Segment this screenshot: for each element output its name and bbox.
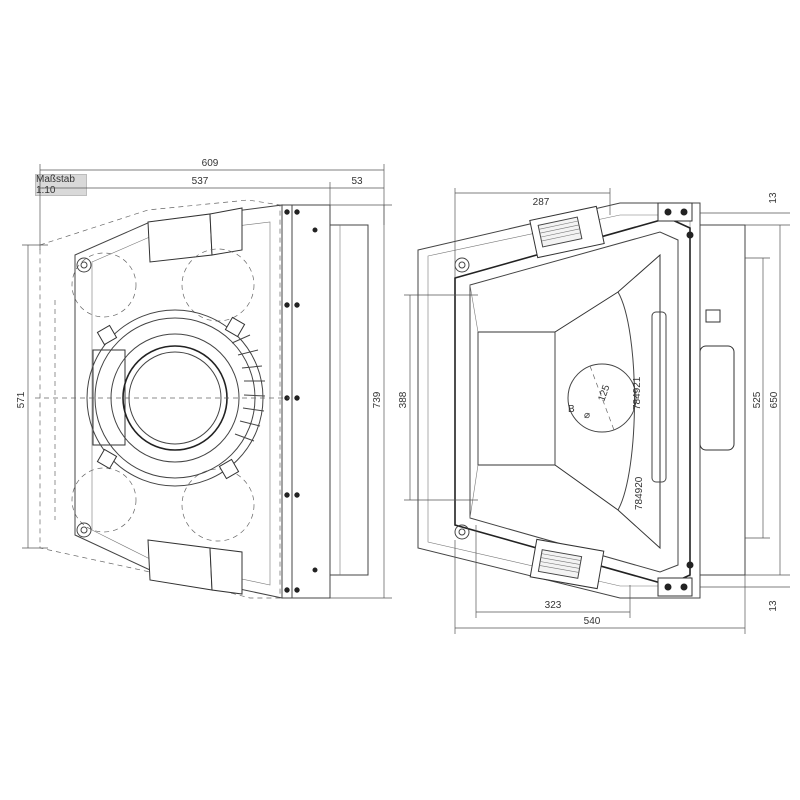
bottom-vent xyxy=(529,538,605,590)
part-number-top: 784921 xyxy=(632,376,643,410)
bottom-gusset-left xyxy=(147,539,213,591)
dim-bottom-width: 323 xyxy=(545,600,562,611)
right-view: 125 ⌀ 784921 784920 B xyxy=(398,188,790,634)
corner-circle-tl xyxy=(71,252,137,318)
flue-circle xyxy=(567,363,637,433)
dim-height-outer: 650 xyxy=(769,391,780,408)
dim-overall-width: 540 xyxy=(584,616,601,627)
frame-screws xyxy=(284,209,318,593)
part-number-bottom: 784920 xyxy=(634,476,645,510)
dim-height-left: 571 xyxy=(16,391,27,408)
dim-opening-height: 388 xyxy=(398,391,409,408)
corner-circle-br xyxy=(181,468,255,542)
top-gusset-left xyxy=(147,213,213,263)
corner-circle-tr xyxy=(181,248,255,322)
rear-spigot xyxy=(699,345,735,451)
top-vent xyxy=(529,205,605,259)
dim-top-width: 287 xyxy=(533,197,550,208)
dim-width-overall: 609 xyxy=(202,158,219,169)
ring-fins xyxy=(231,334,266,442)
front-collar xyxy=(329,224,369,576)
right-housing xyxy=(417,202,701,599)
dim-top-offset: 13 xyxy=(768,192,779,204)
dim-height-inner: 525 xyxy=(752,391,763,408)
dim-width-inner: 537 xyxy=(192,176,209,187)
diameter-symbol: ⌀ xyxy=(584,410,590,421)
firebox-back-wall xyxy=(477,253,661,550)
right-dim-lines xyxy=(404,188,790,634)
dim-collar: 53 xyxy=(351,176,363,187)
mark-b: B xyxy=(568,404,575,415)
front-frame xyxy=(281,204,331,599)
glass-channel xyxy=(651,311,667,483)
dim-height-right: 739 xyxy=(372,391,383,408)
left-dim-lines xyxy=(22,164,392,599)
hinge-blocks xyxy=(657,202,694,597)
dim-bottom-offset: 13 xyxy=(768,600,779,612)
scale-label: Maßstab 1:10 xyxy=(35,174,87,196)
corner-circle-bl xyxy=(71,467,137,533)
left-view: 609 537 53 571 739 xyxy=(16,158,392,599)
